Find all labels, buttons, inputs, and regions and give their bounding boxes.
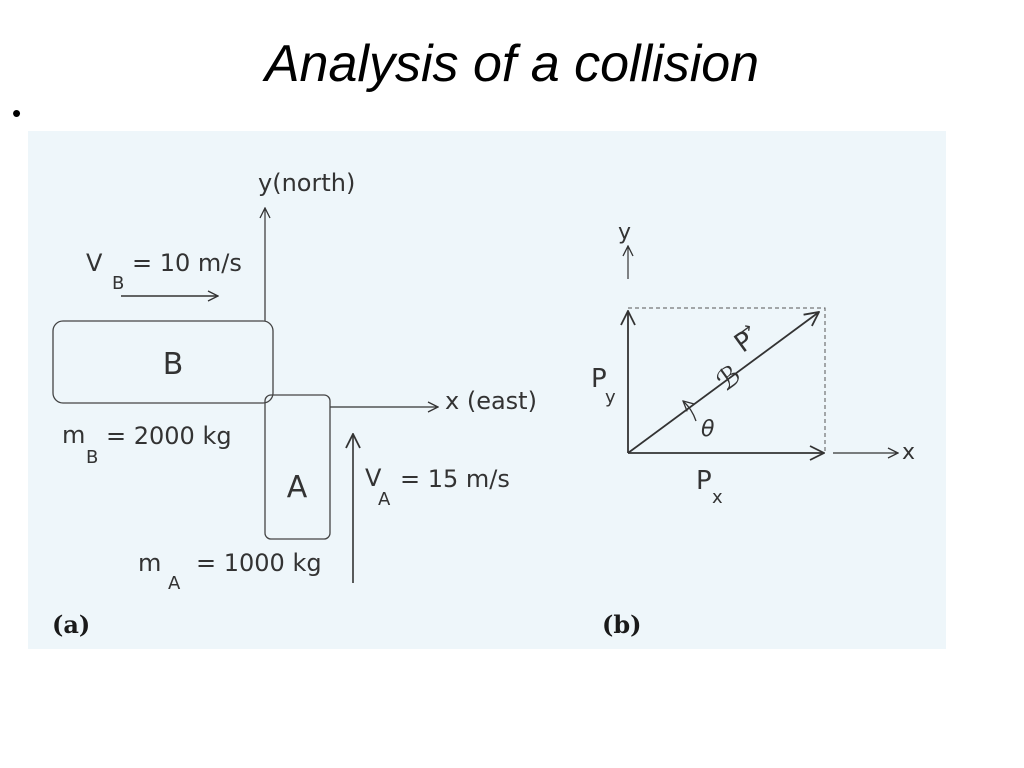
car-b-velocity-symbol: V <box>86 249 103 277</box>
car-b-box <box>52 320 274 404</box>
collision-figure: y(north) x (east) B V B = 10 m/s m B = 2… <box>28 131 946 649</box>
car-b-mass-value: = 2000 kg <box>106 422 232 450</box>
a-x-axis-label: x (east) <box>445 387 537 415</box>
b-dashed-rectangle <box>628 307 826 453</box>
car-b-mass-symbol: m <box>62 421 85 449</box>
car-a-mass-subscript: A <box>168 573 181 594</box>
b-y-axis-label: y <box>618 220 631 245</box>
car-a-velocity-subscript: A <box>378 489 391 510</box>
car-a-box <box>264 394 331 540</box>
panel-b-label: (b) <box>602 610 642 639</box>
collision-figure-panel: y(north) x (east) B V B = 10 m/s m B = 2… <box>28 131 946 649</box>
car-a-mass-value: = 1000 kg <box>196 549 322 577</box>
theta-arc <box>683 401 697 422</box>
px-label: P <box>696 466 712 496</box>
slide-title: Analysis of a collision <box>264 35 760 93</box>
car-a-velocity-symbol: V <box>365 464 382 492</box>
panel-a-label: (a) <box>52 610 90 639</box>
bullet-point: • <box>12 98 22 128</box>
p-resultant-vector <box>627 312 819 454</box>
py-label: P <box>591 364 607 394</box>
py-subscript: y <box>605 387 616 408</box>
a-y-axis-label: y(north) <box>258 169 355 197</box>
car-b-label: B <box>163 347 184 382</box>
car-a-label: A <box>287 470 308 505</box>
car-a-mass-symbol: m <box>138 549 161 577</box>
b-x-axis-label: x <box>902 440 915 465</box>
px-subscript: x <box>712 487 723 508</box>
diagram-a: y(north) x (east) B V B = 10 m/s m B = 2… <box>52 169 537 639</box>
car-a-velocity-value: = 15 m/s <box>400 465 510 493</box>
car-b-velocity-value: = 10 m/s <box>132 249 242 277</box>
car-b-mass-subscript: B <box>86 447 98 468</box>
theta-label: θ <box>701 417 715 442</box>
figure-background <box>28 131 946 649</box>
car-b-velocity-subscript: B <box>112 273 124 294</box>
